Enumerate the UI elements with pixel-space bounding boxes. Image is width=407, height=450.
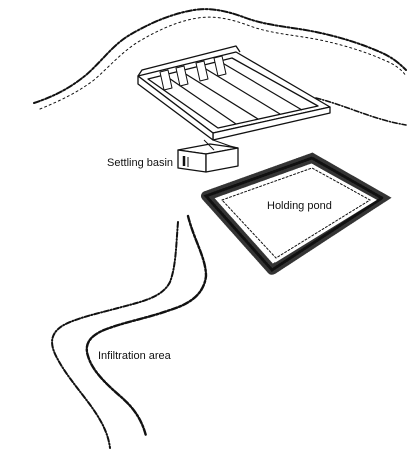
- settling-basin: [137, 45, 331, 173]
- infiltration-area: [51, 214, 208, 449]
- holding-pond: [197, 152, 392, 277]
- upper-ridge: [33, 8, 407, 126]
- infiltration-area-label: Infiltration area: [98, 350, 171, 362]
- holding-pond-label: Holding pond: [267, 200, 332, 212]
- settling-basin-label: Settling basin: [107, 157, 174, 169]
